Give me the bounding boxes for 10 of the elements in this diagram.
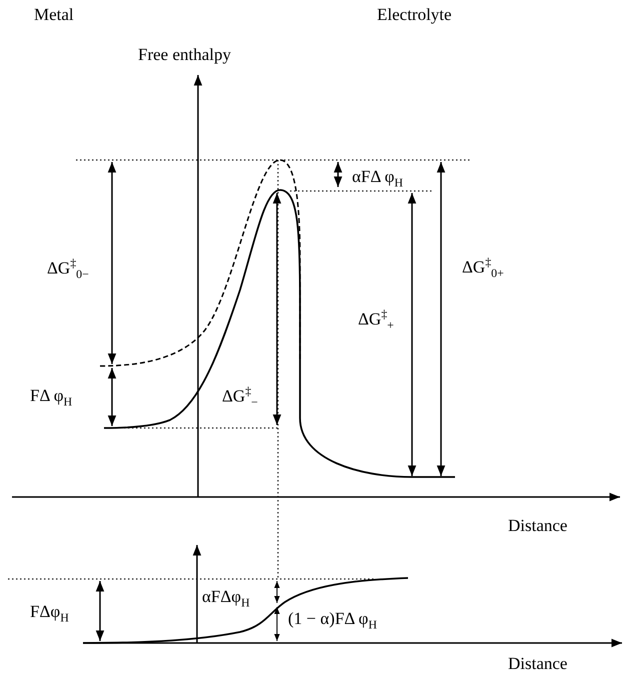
axis-label: Free enthalpy [138, 46, 231, 65]
region-label: Metal [34, 6, 74, 25]
axis-label: Distance [508, 655, 568, 674]
axis-label: Distance [508, 517, 568, 536]
dimension-label: αFΔ φ$_{H}$ [352, 168, 404, 190]
dimension-label: FΔφ$_{H}$ [30, 603, 69, 624]
dimension-label: (1 − α)FΔ φ$_{H}$ [288, 610, 377, 632]
dimension-label: FΔ φ$_{H}$ [30, 387, 72, 408]
region-label: Electrolyte [377, 6, 452, 25]
dimension-label: αFΔφ$_{H}$ [202, 588, 250, 610]
